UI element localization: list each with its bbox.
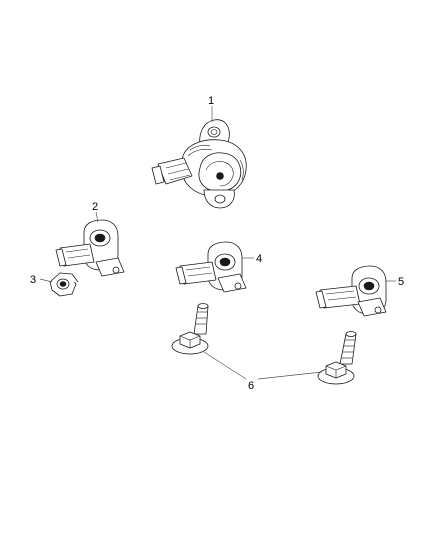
part-1-sensor [151, 119, 247, 209]
callout-2: 2 [92, 201, 98, 213]
leader-6b [257, 371, 323, 380]
part-2-sensor [55, 219, 125, 277]
leader-3 [39, 278, 53, 283]
callout-1: 1 [208, 95, 214, 107]
callout-5: 5 [398, 276, 404, 288]
leader-2 [95, 211, 99, 223]
callout-6: 6 [248, 380, 254, 392]
part-5-sensor [315, 265, 387, 317]
leader-6a [203, 351, 247, 380]
part-6-bolt-right [317, 331, 357, 385]
part-6-bolt-left [171, 303, 209, 355]
part-3-nut [49, 272, 79, 297]
part-4-sensor [175, 241, 247, 293]
callout-3: 3 [30, 274, 36, 286]
callout-4: 4 [256, 253, 262, 265]
